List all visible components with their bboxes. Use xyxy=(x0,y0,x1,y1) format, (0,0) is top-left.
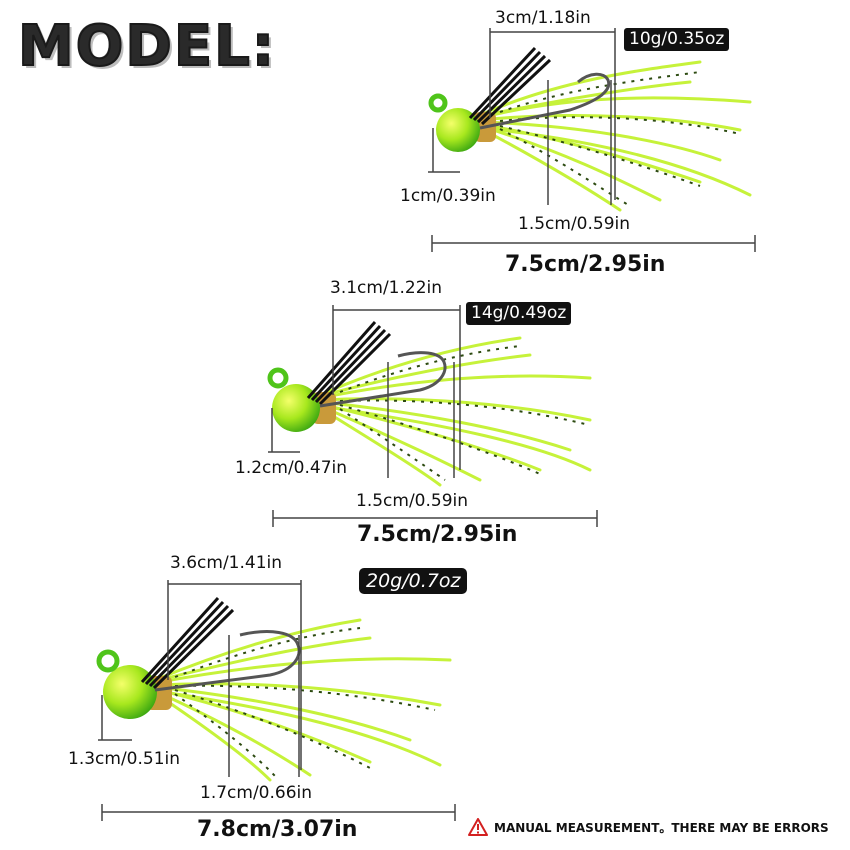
weight-badge-1: 10g/0.35oz xyxy=(624,28,730,51)
line-tie-2 xyxy=(267,367,289,389)
warning-icon xyxy=(468,818,488,836)
skirt-width-label-3: 3.6cm/1.41in xyxy=(170,553,283,573)
head-height-label-2: 1.2cm/0.47in xyxy=(235,458,348,478)
weight-badge-2: 14g/0.49oz xyxy=(466,302,572,325)
head-height-label-1: 1cm/0.39in xyxy=(400,186,496,206)
jig-model-1 xyxy=(428,46,752,212)
total-length-label-3: 7.8cm/3.07in xyxy=(197,817,358,842)
total-length-label-1: 7.5cm/2.95in xyxy=(505,252,666,277)
skirt-width-label-1: 3cm/1.18in xyxy=(495,8,591,28)
skirt-specks-2 xyxy=(339,345,586,481)
hook-1 xyxy=(479,72,611,130)
skirt-specks-1 xyxy=(499,71,741,207)
line-tie-1 xyxy=(428,93,448,113)
page-title: MODEL: xyxy=(17,13,277,80)
weedguard-2 xyxy=(306,321,392,406)
total-length-label-2: 7.5cm/2.95in xyxy=(357,522,518,547)
weight-badge-3: 20g/0.7oz xyxy=(359,568,468,594)
measurement-lines xyxy=(98,28,756,821)
skirt-specks-3 xyxy=(174,627,436,777)
hook-gap-label-3: 1.7cm/0.66in xyxy=(200,783,313,803)
hook-gap-label-1: 1.5cm/0.59in xyxy=(518,214,631,234)
hook-3 xyxy=(154,630,301,692)
jig-head-1 xyxy=(436,108,480,152)
weedguard-3 xyxy=(140,596,235,690)
skirt-strands-2 xyxy=(318,336,592,487)
hook-2 xyxy=(319,351,447,408)
line-tie-3 xyxy=(96,649,120,673)
head-height-label-3: 1.3cm/0.51in xyxy=(68,749,181,769)
warning-note: MANUAL MEASUREMENT。THERE MAY BE ERRORS xyxy=(468,818,829,836)
weedguard-1 xyxy=(468,46,552,126)
warning-text: MANUAL MEASUREMENT。THERE MAY BE ERRORS xyxy=(494,820,829,835)
hook-gap-label-2: 1.5cm/0.59in xyxy=(356,491,469,511)
skirt-width-label-2: 3.1cm/1.22in xyxy=(330,278,443,298)
